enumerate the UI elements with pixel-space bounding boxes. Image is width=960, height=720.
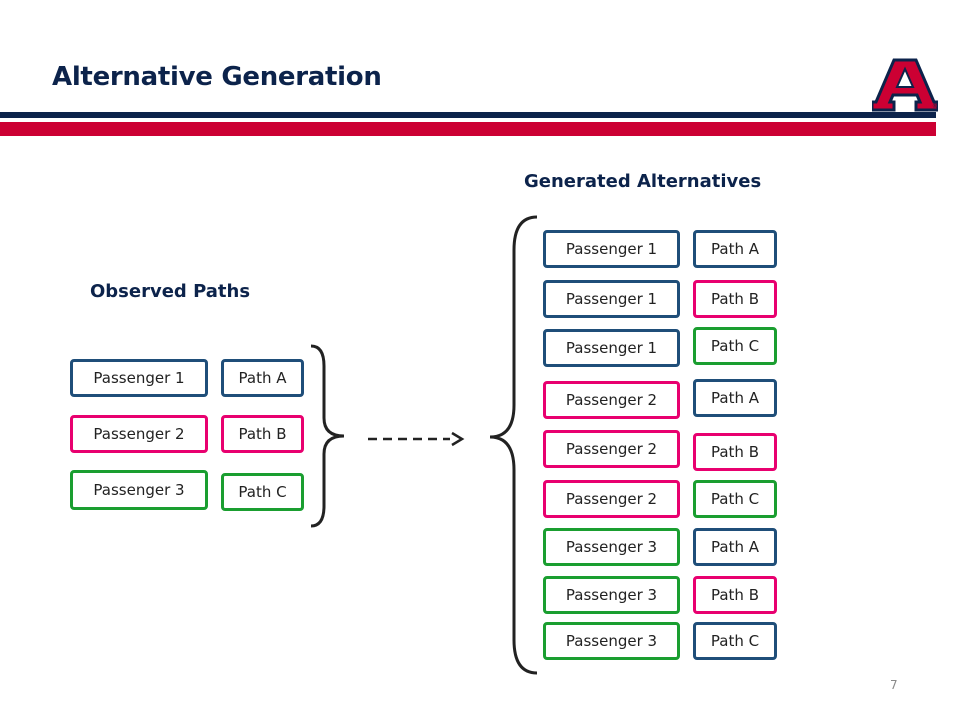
generated-left-brace [489, 215, 538, 675]
generated-passenger-box: Passenger 1 [543, 329, 680, 367]
generated-passenger-box: Passenger 2 [543, 430, 680, 468]
dashed-arrow-head [451, 431, 465, 447]
header-rule-blue [0, 112, 936, 118]
generated-alternatives-heading: Generated Alternatives [524, 171, 762, 192]
university-a-logo: ® [872, 58, 938, 112]
generated-passenger-box: Passenger 2 [543, 381, 680, 419]
generated-path-box: Path C [693, 622, 777, 660]
observed-path-box: Path C [221, 473, 304, 511]
svg-text:®: ® [932, 103, 938, 110]
observed-path-box: Path A [221, 359, 304, 397]
generated-passenger-box: Passenger 3 [543, 622, 680, 660]
observed-right-brace [310, 344, 345, 528]
generated-path-box: Path A [693, 379, 777, 417]
generated-path-box: Path A [693, 230, 777, 268]
slide-title: Alternative Generation [52, 62, 382, 92]
generated-path-box: Path C [693, 327, 777, 365]
generated-path-box: Path A [693, 528, 777, 566]
generated-passenger-box: Passenger 1 [543, 230, 680, 268]
generated-path-box: Path B [693, 576, 777, 614]
observed-path-box: Path B [221, 415, 304, 453]
generated-passenger-box: Passenger 2 [543, 480, 680, 518]
observed-passenger-box: Passenger 3 [70, 470, 208, 510]
generated-path-box: Path C [693, 480, 777, 518]
header-rule-red [0, 122, 936, 136]
observed-passenger-box: Passenger 2 [70, 415, 208, 453]
generated-passenger-box: Passenger 1 [543, 280, 680, 318]
generated-passenger-box: Passenger 3 [543, 576, 680, 614]
observed-paths-heading: Observed Paths [90, 281, 251, 302]
generated-path-box: Path B [693, 280, 777, 318]
generated-path-box: Path B [693, 433, 777, 471]
observed-passenger-box: Passenger 1 [70, 359, 208, 397]
generated-passenger-box: Passenger 3 [543, 528, 680, 566]
page-number: 7 [890, 678, 898, 692]
